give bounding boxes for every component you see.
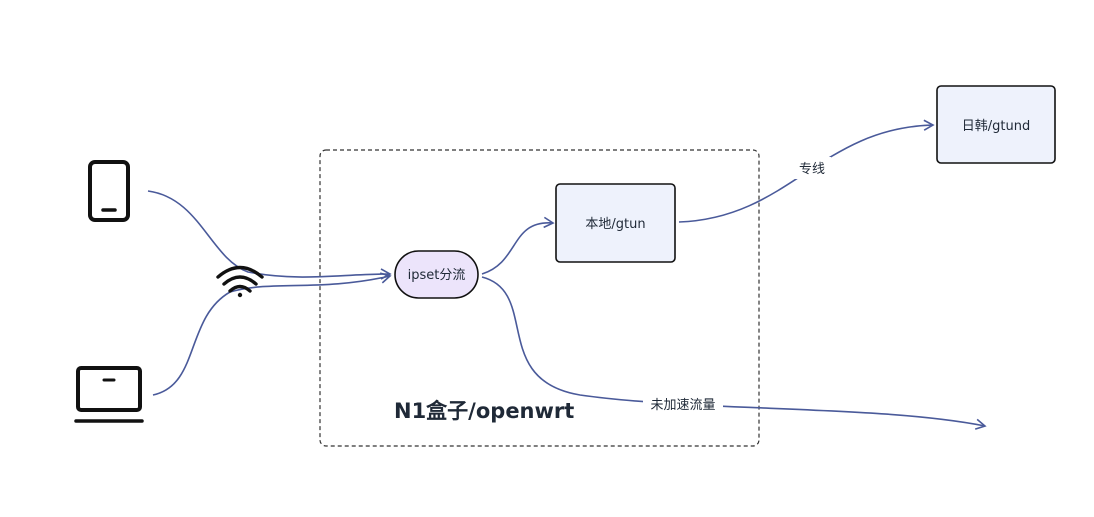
edge-label-bg-unaccelerated xyxy=(643,393,723,415)
phone-icon xyxy=(88,160,130,222)
node-local-label: 本地/gtun xyxy=(585,217,645,232)
node-local xyxy=(555,183,676,263)
laptop-icon xyxy=(74,366,144,423)
edge-label-bg-dedicated xyxy=(793,157,831,179)
group-title: N1盒子/openwrt xyxy=(394,399,574,423)
edge-laptop-to-ipset xyxy=(152,272,392,396)
edge-ipset-unaccelerated xyxy=(481,276,987,430)
node-jpkr xyxy=(936,85,1056,164)
node-ipset xyxy=(394,250,479,299)
node-jpkr-label: 日韩/gtund xyxy=(962,119,1030,134)
edge-label-dedicated: 专线 xyxy=(799,162,825,177)
edge-ipset-to-local xyxy=(481,216,555,275)
wifi-icon xyxy=(216,265,264,298)
edge-phone-to-ipset xyxy=(147,190,392,280)
edge-label-unaccelerated: 未加速流量 xyxy=(650,398,715,413)
group-box-n1-openwrt xyxy=(319,149,760,447)
node-ipset-label: ipset分流 xyxy=(408,268,466,283)
